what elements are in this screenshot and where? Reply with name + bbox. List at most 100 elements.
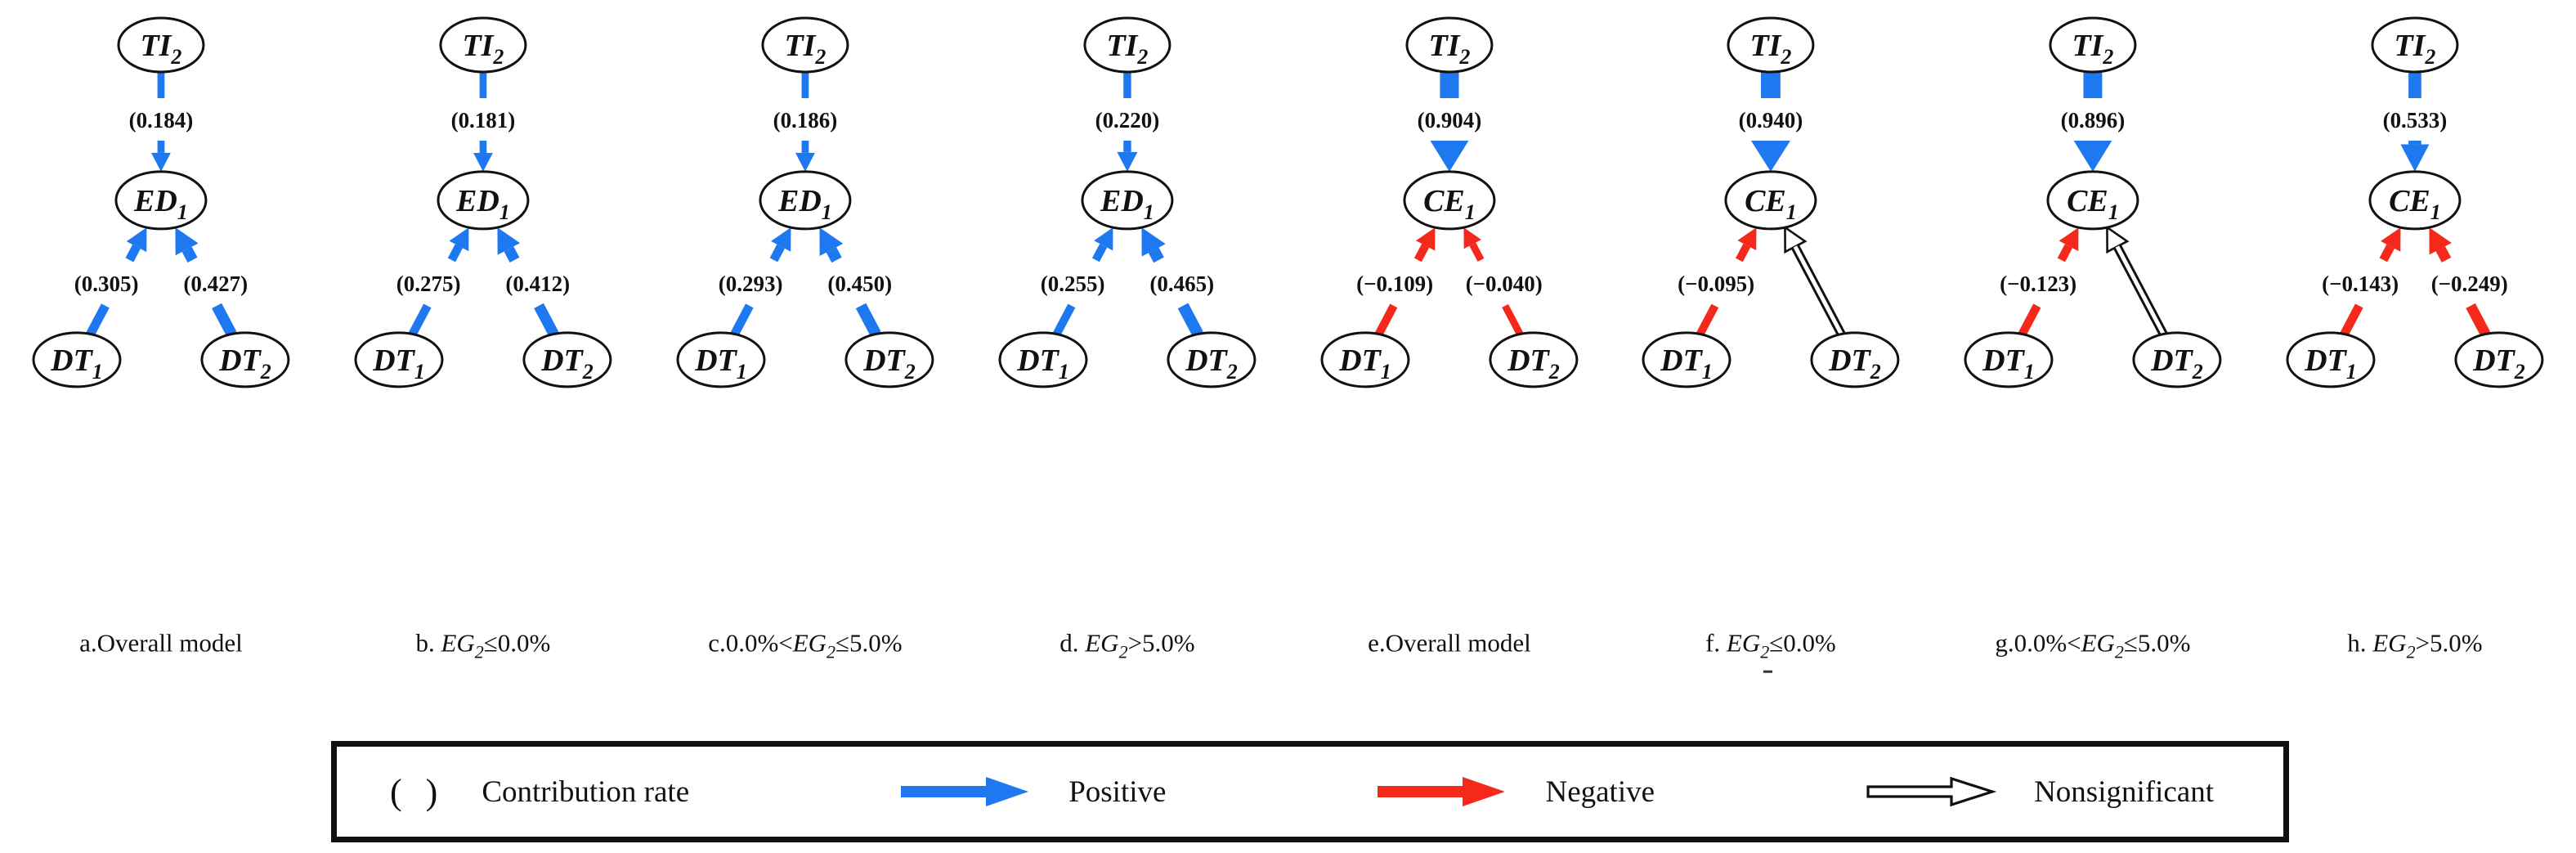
edge-label: (0.896): [2061, 108, 2126, 132]
nonsignificant-arrow-icon: [1866, 776, 1997, 807]
node-circle: [1167, 331, 1257, 388]
node-label: DT1: [1338, 343, 1391, 384]
node-circle: [1404, 16, 1493, 74]
node-circle: [1319, 331, 1409, 388]
edge-label: (0.184): [129, 108, 194, 132]
node-label: TI2: [1750, 29, 1792, 69]
arrowhead: [2059, 227, 2079, 252]
edge-label: (0.465): [1149, 272, 1214, 296]
edge-label: (−0.040): [1465, 272, 1542, 296]
edge-label: (0.940): [1739, 108, 1803, 132]
arrowhead: [2073, 140, 2112, 172]
edge-top: (0.181): [450, 71, 515, 172]
node-label: TI2: [784, 29, 826, 69]
edge-line: [2340, 303, 2363, 337]
node-label: TI2: [140, 29, 181, 69]
edge-top: (0.896): [2061, 71, 2126, 172]
node-ce1: CE1: [2046, 170, 2139, 231]
edge-line: [769, 244, 785, 263]
node-dt1: DT1: [354, 331, 444, 388]
node-circle: [2049, 16, 2137, 74]
edge-line: [855, 303, 881, 337]
edge-left: (−0.143): [2322, 227, 2401, 337]
edge-left: (−0.123): [2000, 227, 2079, 336]
node-label: CE1: [2389, 184, 2441, 224]
node-circle: [1083, 16, 1172, 74]
arrowhead: [1415, 227, 1435, 251]
node-label: DT2: [862, 343, 916, 384]
edge-right: (0.450): [819, 227, 892, 337]
edge-line: [2435, 246, 2452, 263]
edge-label: (0.275): [396, 272, 461, 296]
edge-label: (0.904): [1417, 108, 1481, 132]
node-label: DT1: [50, 343, 103, 384]
edge-label: (0.533): [2383, 108, 2448, 132]
diagram-caption: f. EG2≤0.0%: [1706, 629, 1837, 662]
legend-label-negative: Negative: [1545, 774, 1655, 809]
arrowhead: [1463, 227, 1481, 249]
node-circle: [1724, 170, 1817, 231]
node-circle: [2132, 331, 2222, 388]
node-label: DT2: [1828, 343, 1881, 384]
node-circle: [1642, 331, 1732, 388]
arrowhead: [1429, 140, 1468, 172]
arrowhead: [2106, 225, 2130, 254]
node-circle: [2371, 16, 2459, 74]
legend-item-positive: Positive: [901, 774, 1166, 810]
node-ti2: TI2: [439, 16, 527, 74]
edge-line: [826, 247, 842, 263]
node-ti2: TI2: [761, 16, 849, 74]
edge-line: [1468, 242, 1484, 262]
node-circle: [437, 170, 530, 231]
node-dt1: DT1: [1964, 331, 2054, 388]
node-circle: [2046, 170, 2139, 231]
edge-label: (0.220): [1095, 108, 1159, 132]
arrowhead: [2429, 227, 2452, 255]
edge-top: (0.940): [1739, 71, 1803, 172]
node-label: DT1: [1982, 343, 2035, 384]
edge-line: [1091, 243, 1107, 263]
edge-right: (−0.249): [2429, 227, 2508, 337]
node-dt2: DT2: [522, 331, 612, 388]
node-label: ED1: [455, 184, 510, 224]
arrowhead: [1737, 227, 1757, 251]
diagram-caption: a.Overall model: [79, 629, 243, 658]
node-dt1: DT1: [2286, 331, 2376, 388]
node-ti2: TI2: [2371, 16, 2459, 74]
node-circle: [117, 16, 205, 74]
node-circle: [2368, 170, 2462, 231]
node-ed1: ED1: [437, 170, 530, 231]
edge-label: (−0.123): [2000, 272, 2076, 296]
node-circle: [761, 16, 849, 74]
node-ed1: ED1: [114, 170, 208, 231]
arrowhead: [175, 227, 199, 256]
edge-line: [1696, 303, 1719, 336]
legend-item-nonsignificant: Nonsignificant: [1866, 774, 2214, 810]
node-label: DT2: [1185, 343, 1238, 384]
arrowhead: [449, 227, 469, 252]
negative-arrow-icon: [1378, 777, 1506, 806]
edge-label: (0.450): [827, 272, 892, 296]
arrowhead: [497, 227, 521, 255]
node-ce1: CE1: [1724, 170, 1817, 231]
edge-left: (0.305): [74, 227, 147, 337]
arrowhead: [1751, 140, 1791, 172]
node-label: CE1: [1745, 184, 1797, 224]
node-circle: [354, 331, 444, 388]
node-label: DT1: [1660, 343, 1714, 384]
parentheses-symbol: ( ): [390, 771, 446, 812]
node-label: CE1: [1423, 184, 1476, 224]
node-circle: [1810, 331, 1900, 388]
edge-label: (0.181): [450, 108, 515, 132]
edge-line: [1374, 303, 1397, 336]
node-dt1: DT1: [676, 331, 766, 388]
node-ti2: TI2: [1083, 16, 1172, 74]
